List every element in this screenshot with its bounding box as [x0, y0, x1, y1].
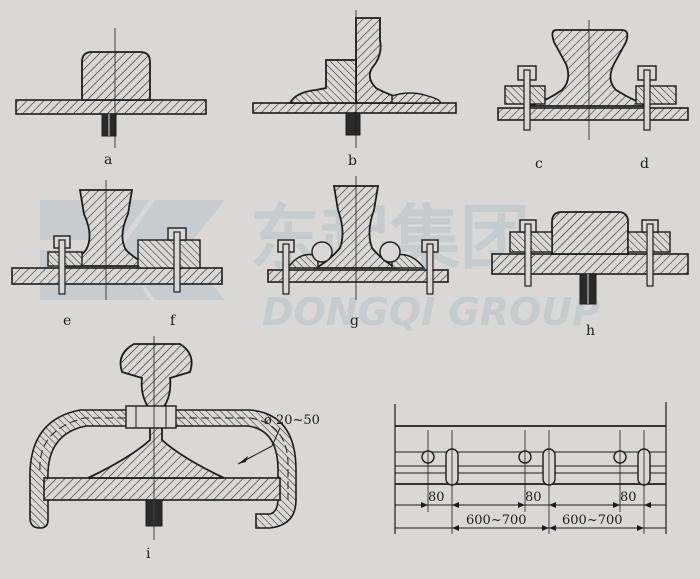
figure-e-f: e f: [11, 180, 223, 329]
dim-arrows: [421, 502, 651, 531]
figure-a: a: [15, 28, 207, 168]
label-e: e: [63, 313, 71, 329]
hole-spacing-1: 80: [428, 490, 445, 505]
hole-spacing-3: 80: [620, 490, 637, 505]
label-d: d: [640, 156, 649, 172]
label-f: f: [170, 313, 177, 329]
figure-h: h: [491, 211, 689, 339]
label-h: h: [586, 323, 595, 339]
rail-plan-view: 80 80 80 600~700 600~700: [394, 402, 667, 534]
hole-group-2: [518, 448, 556, 486]
label-g: g: [350, 313, 359, 329]
pitch-1: 600~700: [466, 513, 527, 528]
label-a: a: [104, 152, 112, 168]
diameter-label: ø 20~50: [264, 413, 320, 428]
figure-b: b: [252, 10, 457, 169]
hole-spacing-2: 80: [525, 490, 542, 505]
figure-c-d: c d: [497, 20, 689, 172]
label-i: i: [146, 546, 151, 562]
hole-group-3: [613, 448, 651, 486]
label-b: b: [348, 153, 357, 169]
hole-group-1: [421, 448, 459, 486]
watermark-text-en: DONGQI GROUP: [262, 290, 600, 334]
figure-i: ø 20~50 i: [29, 336, 320, 562]
pitch-2: 600~700: [562, 513, 623, 528]
figure-g: g: [267, 176, 449, 329]
label-c: c: [535, 156, 543, 172]
